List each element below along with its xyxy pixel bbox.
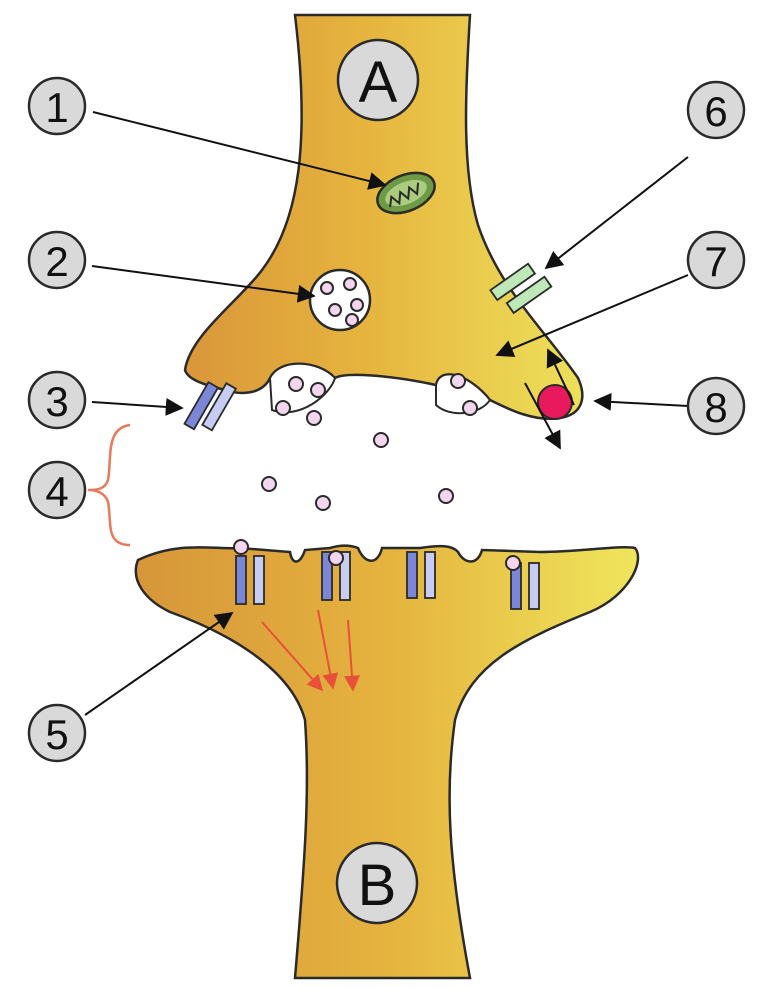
callout-4: 4 [27, 460, 87, 520]
callout-5: 5 [27, 703, 87, 763]
postsynaptic-receptors [235, 551, 540, 610]
callout-3: 3 [27, 370, 87, 430]
neuron-a-label-circle [336, 38, 420, 122]
pointer-3 [91, 397, 184, 416]
callout-3-number: 3 [45, 378, 68, 425]
callout-2: 2 [27, 230, 87, 290]
receptor [235, 555, 265, 605]
autoreceptor [489, 262, 553, 315]
presynaptic-neuron-a: A [183, 13, 584, 450]
callout-2-number: 2 [45, 238, 68, 285]
bound-neurotransmitters [233, 539, 521, 571]
callout-8: 8 [686, 376, 746, 436]
signal-propagation-arrows [261, 609, 360, 692]
postsynaptic-dendrite-body [134, 544, 640, 980]
docked-neurotransmitters [275, 373, 478, 426]
postsynaptic-neuron-b: B [134, 539, 640, 980]
pointer-6 [544, 156, 689, 270]
callout-4-number: 4 [45, 468, 68, 515]
mitochondrion [376, 171, 436, 215]
pointer-5 [84, 611, 234, 716]
receptor [321, 551, 351, 601]
callout-1-number: 1 [45, 84, 68, 131]
pointer-1 [92, 111, 387, 190]
callout-5-number: 5 [45, 711, 68, 758]
callout-6: 6 [686, 80, 746, 140]
callout-8-number: 8 [704, 384, 727, 431]
pointer-7 [495, 274, 689, 358]
synaptic-vesicle [308, 268, 372, 332]
neuron-b-label-circle [335, 841, 419, 925]
callout-6-number: 6 [704, 88, 727, 135]
callout-pointers [84, 111, 689, 716]
cleft-bracket [87, 423, 131, 547]
synaptic-cleft-neurotransmitters [261, 432, 454, 511]
reuptake-transporter [524, 348, 575, 450]
neuron-b-label: B [358, 853, 397, 918]
presynaptic-channel [183, 380, 238, 432]
pointer-2 [91, 265, 316, 303]
callout-1: 1 [27, 76, 87, 136]
neuron-a-label: A [359, 50, 398, 115]
receptor [406, 551, 436, 599]
callout-7: 7 [686, 230, 746, 290]
callout-7-number: 7 [704, 238, 727, 285]
pointer-8 [593, 392, 689, 411]
